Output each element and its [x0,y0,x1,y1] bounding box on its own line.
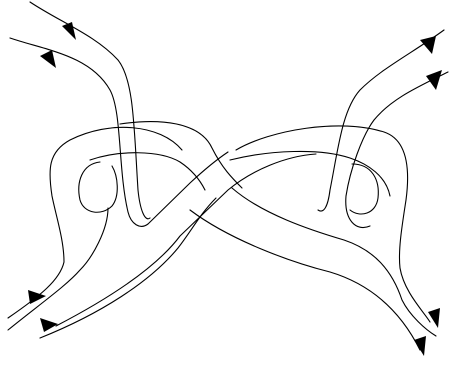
arrowhead-top-left-2-icon [40,50,56,68]
loop-right-bridge [230,151,390,196]
loop-left-outer [8,127,182,318]
arrowhead-bottom-left-2-icon [40,318,58,332]
ribbon-lower-right-inner-edge [232,188,436,336]
ribbon-lower-right-outer-edge [190,210,420,350]
ribbon-upper-left-outer-edge [10,38,228,226]
band-center-lower [40,198,216,338]
arrowhead-top-left-1-icon [62,22,76,40]
ribbon-upper-right-outer-edge [318,30,444,211]
loop-left-bridge [90,153,205,190]
arrowhead-bottom-right-2-icon [414,336,426,356]
ribbon-upper-right-inner-edge [346,72,448,228]
loop-right-outer [236,126,430,322]
ribbon-upper-left-inner-edge [30,2,150,219]
loop-left-lower-edge [8,208,108,330]
arrowhead-top-right-2-icon [426,70,442,90]
arrowhead-bottom-right-1-icon [428,308,440,328]
band-center-lower-2 [56,154,316,326]
loop-left-inner [79,162,117,212]
loop-right-inner [350,164,378,214]
